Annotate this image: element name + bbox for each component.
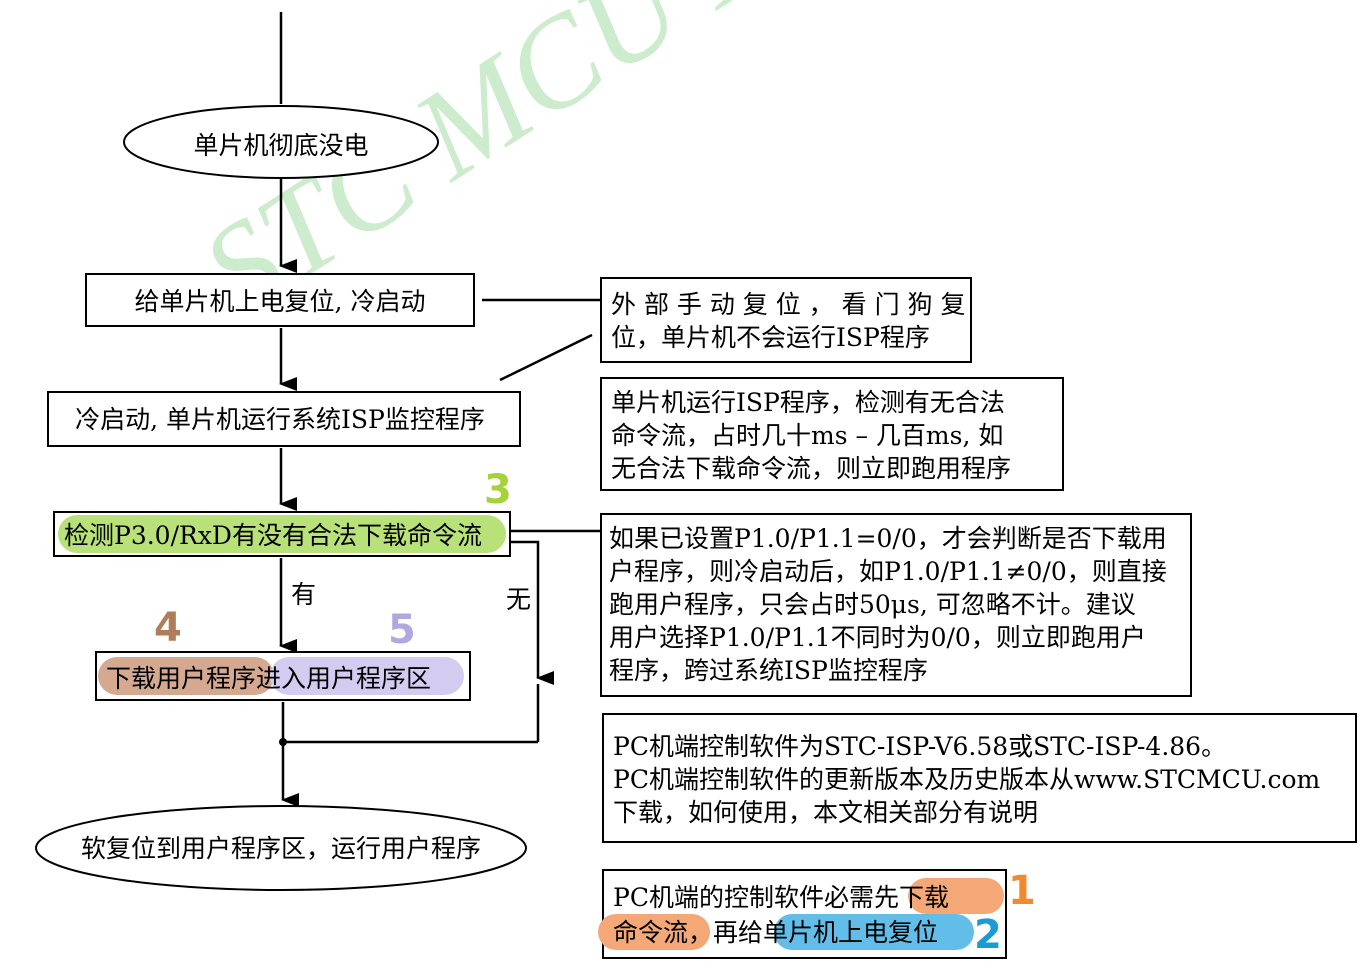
step-number-3: 3 — [484, 467, 512, 513]
cold-start-text: 冷启动, 单片机运行系统ISP监控程序 — [75, 405, 485, 434]
note-isp-run-box — [600, 377, 1064, 491]
branch-no-label: 无 — [506, 585, 531, 614]
no-branch-line — [510, 540, 554, 685]
note-isp-run-line3: 无合法下载命令流，则立即跑用程序 — [611, 454, 1011, 483]
download-text-part1: 下载用户程序 — [106, 664, 256, 693]
note-link-cold-start — [499, 333, 593, 382]
note-isp-run-line2: 命令流，占时几十ms – 几百ms, 如 — [611, 421, 1003, 450]
note-order-line1: PC机端的控制软件必需先下载 — [613, 883, 949, 912]
note-p1-setting-line5: 程序，跨过系统ISP监控程序 — [609, 656, 928, 685]
detect-text: 检测P3.0/RxD有没有合法下载命令流 — [64, 521, 482, 550]
note-external-reset-line2: 位，单片机不会运行ISP程序 — [611, 323, 930, 352]
order-highlight-power — [774, 914, 974, 950]
order-line2-highlight2: 单片机上电复位 — [763, 918, 938, 947]
download-highlight-brown — [98, 657, 274, 695]
step-number-5: 5 — [388, 607, 416, 653]
detect-highlight — [58, 515, 506, 553]
download-highlight-lavender — [270, 657, 464, 695]
order-line2-text: ，再给 — [688, 918, 763, 947]
note-isp-run-line1: 单片机运行ISP程序，检测有无合法 — [611, 388, 1005, 417]
order-line1-highlight: 先下载 — [874, 883, 949, 912]
note-p1-setting-line2: 户程序，则冷启动后，如P1.0/P1.1≠0/0，则直接 — [609, 557, 1167, 586]
order-highlight-download-1 — [908, 878, 1004, 914]
note-p1-setting-box — [600, 513, 1192, 697]
cold-start-box — [47, 391, 521, 447]
note-external-reset-line1: 外 部 手 动 复 位 ， 看 门 狗 复 — [611, 290, 965, 319]
download-text: 下载用户程序进入用户程序区 — [106, 664, 431, 693]
power-on-reset-text: 给单片机上电复位, 冷启动 — [135, 287, 426, 316]
order-highlight-download-2 — [598, 914, 710, 950]
download-text-part2: 进入用户程序区 — [256, 664, 431, 693]
power-on-reset-box — [85, 273, 475, 327]
note-external-reset-box — [600, 277, 972, 363]
flow-connectors — [279, 12, 600, 807]
note-pc-software-line2: PC机端控制软件的更新版本及历史版本从www.STCMCU.com — [613, 765, 1321, 794]
order-line1-text: PC机端的控制软件必需 — [613, 883, 874, 912]
note-p1-setting-line3: 跑用户程序，只会占时50μs, 可忽略不计。建议 — [609, 590, 1136, 619]
step-number-2: 2 — [974, 912, 1002, 958]
merge-dot — [279, 738, 287, 746]
note-p1-setting-line4: 用户选择P1.0/P1.1不同时为0/0，则立即跑用户 — [609, 623, 1146, 652]
soft-reset-text: 软复位到用户程序区，运行用户程序 — [81, 834, 481, 863]
order-line2-highlight1: 命令流 — [613, 918, 688, 947]
power-off-node — [123, 105, 439, 179]
power-off-text: 单片机彻底没电 — [193, 131, 368, 160]
branch-yes-label: 有 — [291, 580, 316, 609]
step-number-4: 4 — [154, 605, 182, 651]
note-pc-software-line1: PC机端控制软件为STC-ISP-V6.58或STC-ISP-4.86。 — [613, 732, 1226, 761]
note-order-line2: 命令流，再给单片机上电复位 — [613, 918, 938, 947]
step-number-1: 1 — [1008, 868, 1036, 914]
soft-reset-node — [35, 805, 527, 891]
note-pc-software-box — [602, 713, 1357, 843]
note-p1-setting-line1: 如果已设置P1.0/P1.1=0/0，才会判断是否下载用 — [609, 524, 1167, 553]
note-pc-software-line3: 下载，如何使用，本文相关部分有说明 — [613, 798, 1038, 827]
